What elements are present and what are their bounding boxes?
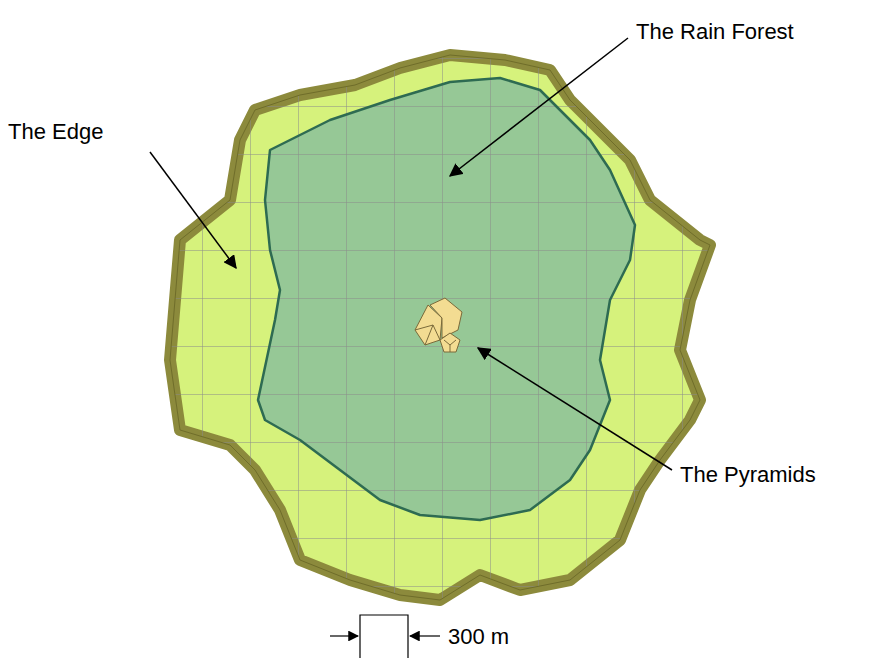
grid bbox=[160, 40, 720, 610]
leader-line bbox=[450, 38, 628, 176]
region-label: The Rain Forest bbox=[636, 20, 794, 44]
leader-line bbox=[478, 348, 672, 470]
rain-forest-outline bbox=[258, 78, 635, 520]
leader-line bbox=[150, 152, 236, 268]
dimension-label: 300 m bbox=[448, 625, 509, 649]
outer-border bbox=[170, 55, 710, 600]
scale-bar bbox=[330, 615, 440, 658]
region-label: The Edge bbox=[8, 120, 103, 144]
region-label: The Pyramids bbox=[680, 463, 816, 487]
pyramids bbox=[415, 298, 462, 352]
